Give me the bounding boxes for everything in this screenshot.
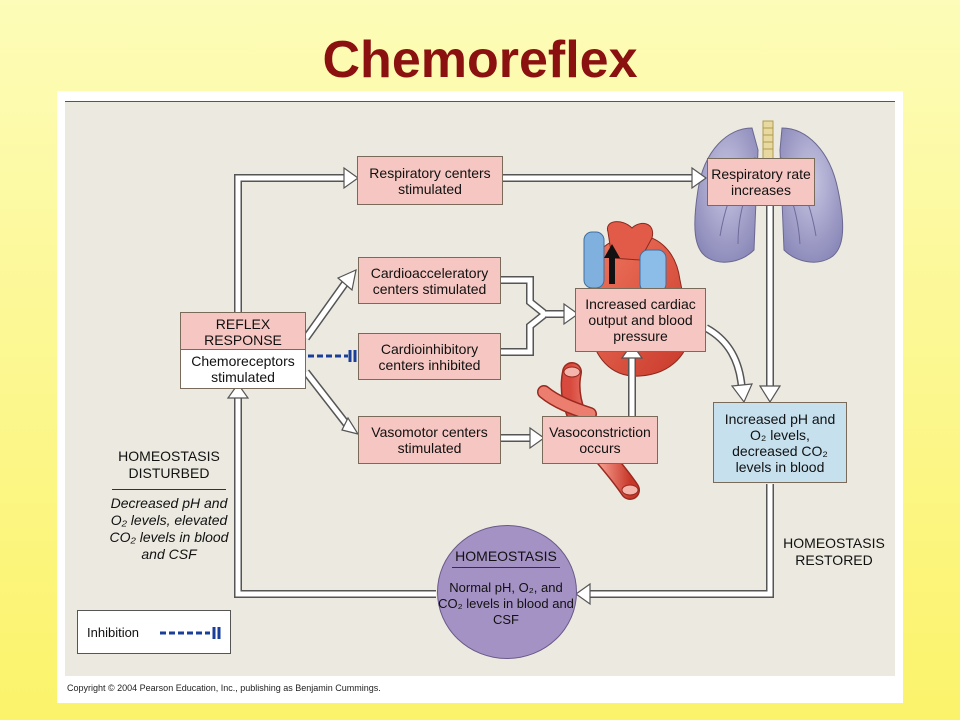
reflex-response-label: REFLEX RESPONSE	[204, 316, 282, 348]
increased-ph-label: Increased pH and O₂ levels, decreased CO…	[724, 410, 836, 475]
homeostasis-disturbed-body: Decreased pH and O₂ levels, elevated CO₂…	[109, 495, 229, 562]
legend: Inhibition	[77, 610, 231, 654]
vasomotor-box: Vasomotor centers stimulated	[358, 416, 501, 464]
respiratory-rate-label: Respiratory rate increases	[711, 166, 811, 198]
vasomotor-label: Vasomotor centers stimulated	[371, 424, 488, 456]
respiratory-rate-box: Respiratory rate increases	[707, 158, 815, 206]
increased-cardiac-box: Increased cardiac output and blood press…	[575, 288, 706, 352]
homeostasis-disturbed-rule	[112, 489, 226, 490]
slide-title: Chemoreflex	[322, 31, 638, 89]
respiratory-centers-label: Respiratory centers stimulated	[369, 164, 491, 197]
homeostasis-circle-title: HOMEOSTASIS	[455, 548, 557, 564]
chemoreceptors-label: Chemoreceptors stimulated	[191, 353, 295, 385]
legend-inhibition-label: Inhibition	[87, 625, 140, 640]
panel-top-rule	[65, 101, 895, 102]
inhibition-connector	[308, 350, 357, 362]
homeostasis-circle-body: Normal pH, O₂, and CO₂ levels in blood a…	[438, 580, 574, 627]
increased-ph-box: Increased pH and O₂ levels, decreased CO…	[713, 402, 847, 483]
homeostasis-circle	[437, 525, 577, 659]
vasoconstriction-label: Vasoconstriction occurs	[549, 424, 651, 456]
chemoreceptors-box: Chemoreceptors stimulated	[180, 349, 306, 389]
respiratory-centers-box: Respiratory centers stimulated	[357, 156, 503, 205]
cardioacceleratory-box: Cardioacceleratory centers stimulated	[358, 257, 501, 304]
homeostasis-restored-label: HOMEOSTASIS RESTORED	[783, 535, 885, 568]
reflex-response-box: REFLEX RESPONSE	[180, 312, 306, 350]
vasoconstriction-box: Vasoconstriction occurs	[542, 416, 658, 464]
homeostasis-circle-rule	[452, 567, 560, 568]
increased-cardiac-label: Increased cardiac output and blood press…	[585, 296, 696, 344]
cardioinhibitory-box: Cardioinhibitory centers inhibited	[358, 333, 501, 380]
homeostasis-disturbed-title: HOMEOSTASIS DISTURBED	[118, 448, 220, 481]
connectors	[234, 174, 774, 598]
copyright-notice: Copyright © 2004 Pearson Education, Inc.…	[67, 683, 381, 693]
cardioinhibitory-label: Cardioinhibitory centers inhibited	[378, 340, 481, 373]
legend-inhibition-symbol	[160, 627, 221, 639]
cardioacceleratory-label: Cardioacceleratory centers stimulated	[370, 264, 489, 297]
